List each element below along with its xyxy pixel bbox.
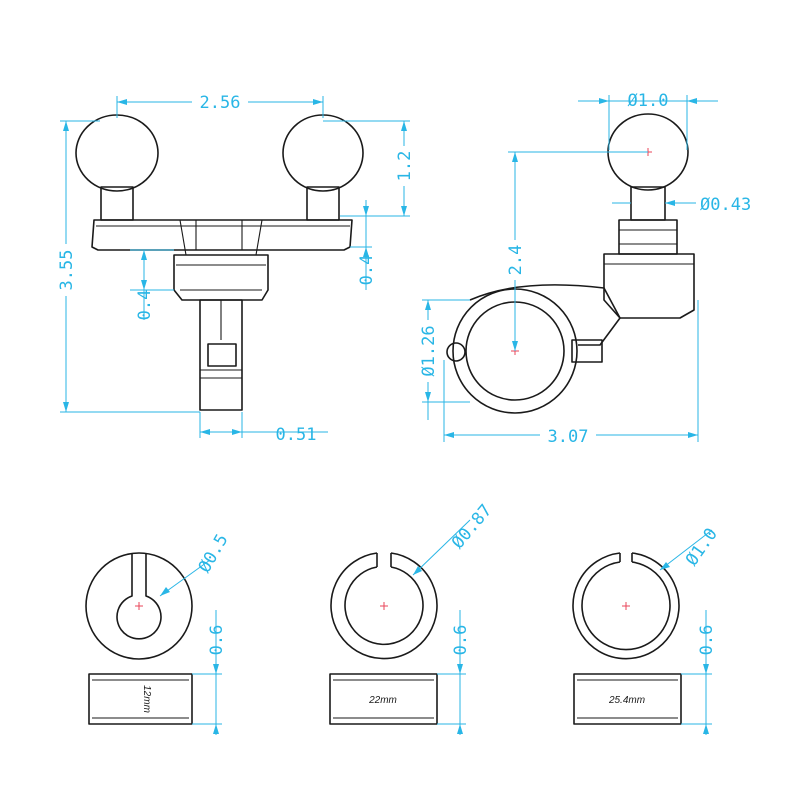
ring-2-inner xyxy=(344,566,424,646)
side-view: Ø1.0 Ø0.43 2.4 Ø1.26 3.07 xyxy=(418,91,751,447)
dim-collar-height-label: 0.4 xyxy=(135,290,155,321)
side-nut xyxy=(618,219,678,255)
front-view: 2.56 1.2 3.55 0.4 0.4 xyxy=(56,90,416,445)
ring-22mm: 22mm Ø0.87 0.6 xyxy=(329,501,496,735)
dim-ring-1-h-arrow-bottom xyxy=(213,724,219,734)
arm-hub-right xyxy=(255,219,263,256)
dim-clamp-label: Ø1.26 xyxy=(419,325,439,376)
dim-ring-3-dia-leader xyxy=(659,529,713,571)
dim-overall-height-arrow-top xyxy=(63,121,69,131)
ring-1-bore xyxy=(116,553,162,640)
dim-ball-spacing-bg xyxy=(192,90,248,112)
dim-ball-bar-label: 2.4 xyxy=(506,245,526,276)
dim-ring-2-dia-label: Ø0.87 xyxy=(448,501,496,553)
dim-ball-bar-arrow-bottom xyxy=(512,341,518,351)
dim-length-arrow-right xyxy=(688,432,698,438)
ring-25-4mm: 25.4mm Ø1.0 0.6 xyxy=(572,525,722,735)
dim-clamp-arrow-top xyxy=(425,300,431,310)
dim-ball-spacing-label: 2.56 xyxy=(200,93,241,113)
dim-ball-spacing-arrow-right xyxy=(313,99,323,105)
dim-ring-1-dia-arrow xyxy=(160,587,170,596)
ring-1-outer xyxy=(85,552,193,660)
dim-ball-bar-bg xyxy=(505,240,527,280)
dim-length-label: 3.07 xyxy=(548,427,589,447)
dim-length-arrow-left xyxy=(444,432,454,438)
dim-ball-spacing-arrow-left xyxy=(117,99,127,105)
dim-side-ball-label: Ø1.0 xyxy=(628,91,669,111)
dim-collar-height-arrow-top xyxy=(141,250,147,260)
dim-side-ball-arrow-right xyxy=(687,98,697,104)
dim-overall-height-arrow-bottom xyxy=(63,402,69,412)
ring-2-outer xyxy=(330,552,438,660)
dim-neck-label: Ø0.43 xyxy=(700,195,751,215)
dim-ring-1-h-arrow-top xyxy=(213,664,219,674)
stem-knuckle xyxy=(207,343,237,367)
dim-stem-width-arrow-right xyxy=(232,429,242,435)
dim-ring-2-dia-arrow xyxy=(413,566,422,575)
ring-12mm: 12mm Ø0.5 0.6 xyxy=(85,531,233,735)
ring-1-side xyxy=(88,673,193,725)
ring-3-inner xyxy=(581,561,671,651)
dim-side-ball-arrow-left xyxy=(599,98,609,104)
dim-ball-height-bg xyxy=(394,146,416,186)
ring-3-outer xyxy=(572,552,680,660)
ring-3-side xyxy=(573,673,682,725)
dim-clamp-bg xyxy=(418,320,440,382)
dim-ball-height-label: 1.2 xyxy=(395,151,415,182)
collar xyxy=(173,254,269,301)
dim-arm-thickness-arrow-top xyxy=(363,206,369,216)
arm-hub-left xyxy=(179,219,187,256)
ring-3-size-label: 25.4mm xyxy=(608,695,645,706)
dim-ring-3-h-label: 0.6 xyxy=(697,625,717,656)
left-neck xyxy=(100,186,134,221)
side-body xyxy=(603,253,695,319)
dim-stem-width-label: 0.51 xyxy=(276,425,317,445)
ring-2-side xyxy=(329,673,438,725)
dim-arm-thickness-label: 0.4 xyxy=(357,255,377,286)
dim-ring-3-dia-arrow xyxy=(660,562,670,570)
dim-collar-height-arrow-bottom xyxy=(141,280,147,290)
dim-ring-1-dia-label: Ø0.5 xyxy=(195,531,233,576)
left-ball xyxy=(75,114,159,192)
mount-arm xyxy=(91,219,353,251)
dim-stem-width-arrow-left xyxy=(200,429,210,435)
side-neck xyxy=(630,186,666,221)
dim-overall-height-bg xyxy=(56,244,78,296)
dim-ring-2-h-arrow-bottom xyxy=(457,724,463,734)
dim-length-bg xyxy=(540,424,596,446)
ring-2-size-label: 22mm xyxy=(368,695,397,706)
right-neck xyxy=(306,186,340,221)
side-hinge xyxy=(446,342,466,362)
dim-ring-2-h-label: 0.6 xyxy=(451,625,471,656)
right-ball xyxy=(282,114,364,192)
dim-arm-thickness-arrow-bottom xyxy=(363,247,369,257)
dim-ball-height-arrow-bottom xyxy=(401,206,407,216)
dim-overall-height-label: 3.55 xyxy=(57,250,77,291)
dim-ring-2-dia-leader xyxy=(412,519,471,576)
dim-neck-arrow xyxy=(665,200,675,206)
dim-clamp-arrow-bottom xyxy=(425,392,431,402)
dim-ring-3-h-arrow-bottom xyxy=(703,724,709,734)
ring-1-size-label: 12mm xyxy=(141,685,152,713)
dim-ring-3-h-arrow-top xyxy=(703,664,709,674)
side-clamp-latch xyxy=(571,339,603,363)
dim-ring-3-dia-label: Ø1.0 xyxy=(682,525,722,570)
dim-ring-1-h-label: 0.6 xyxy=(207,625,227,656)
dim-ring-2-h-arrow-top xyxy=(457,664,463,674)
side-clamp-arm xyxy=(469,284,621,346)
dim-ball-bar-arrow-top xyxy=(512,152,518,162)
dim-ball-height-arrow-top xyxy=(401,121,407,131)
